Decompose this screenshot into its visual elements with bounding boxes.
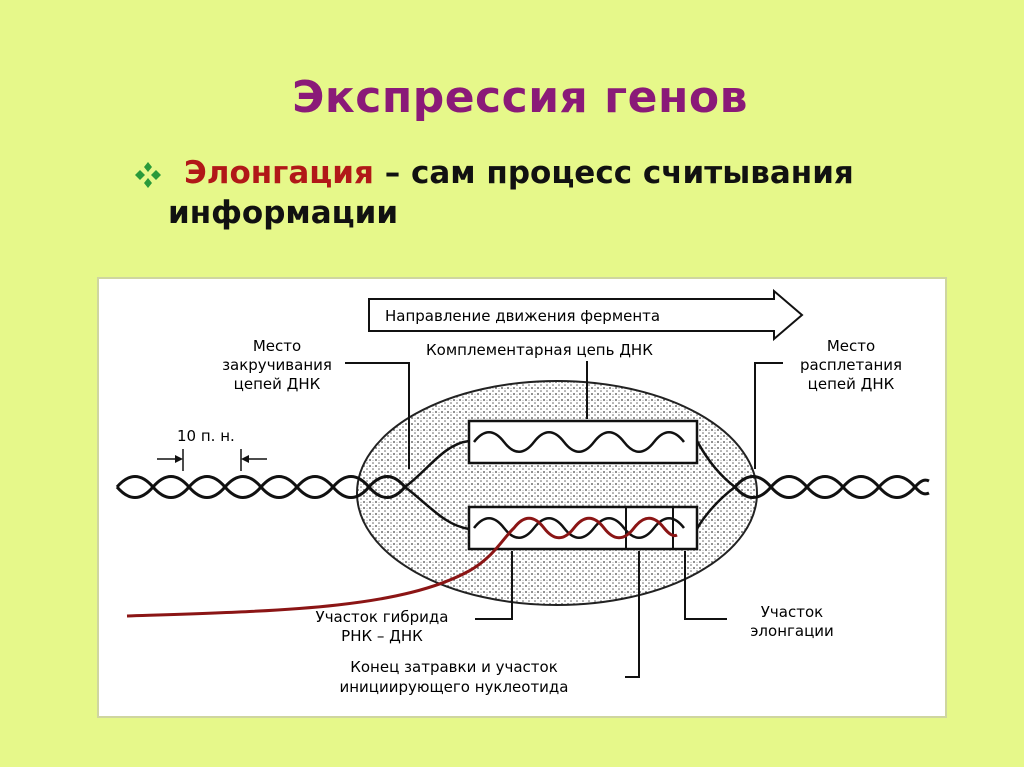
svg-text:Участок: Участок xyxy=(761,603,823,621)
svg-text:Место: Место xyxy=(253,337,301,355)
svg-text:цепей ДНК: цепей ДНК xyxy=(234,375,321,393)
transcription-bubble-diagram: Направление движения фермента Комплемент… xyxy=(115,288,930,696)
svg-text:расплетания: расплетания xyxy=(800,356,902,374)
svg-text:Участок гибрида: Участок гибрида xyxy=(316,608,449,626)
elongation-site-label: Участок элонгации xyxy=(750,603,834,640)
step-marker: 10 п. н. xyxy=(157,427,267,471)
rna-strand xyxy=(126,516,678,618)
hybrid-site-label: Участок гибрида РНК – ДНК xyxy=(316,608,449,645)
bullet-term: Элонгация xyxy=(184,155,374,191)
dna-helix-left xyxy=(115,475,407,499)
direction-label: Направление движения фермента xyxy=(385,307,660,325)
svg-text:закручивания: закручивания xyxy=(222,356,332,374)
template-strand-box xyxy=(467,505,699,551)
slide-title: Экспрессия генов xyxy=(292,72,748,123)
svg-text:инициирующего нуклеотида: инициирующего нуклеотида xyxy=(339,678,568,696)
complementary-strand-label: Комплементарная цепь ДНК xyxy=(426,341,653,359)
bullet-description: – сам процесс считывания информации xyxy=(168,155,854,231)
direction-arrow: Направление движения фермента xyxy=(368,288,804,342)
enzyme-body xyxy=(356,380,758,606)
svg-text:элонгации: элонгации xyxy=(750,622,834,640)
svg-text:Место: Место xyxy=(827,337,875,355)
dna-helix-right xyxy=(733,475,930,499)
diamond-cluster-icon xyxy=(135,162,161,188)
unwinding-site-label: Место расплетания цепей ДНК xyxy=(800,337,902,393)
step-label: 10 п. н. xyxy=(177,427,235,445)
twisting-site-label: Место закручивания цепей ДНК xyxy=(222,337,332,393)
svg-text:РНК – ДНК: РНК – ДНК xyxy=(341,627,423,645)
svg-text:цепей ДНК: цепей ДНК xyxy=(808,375,895,393)
svg-text:Конец затравки и участок: Конец затравки и участок xyxy=(350,658,558,676)
diagram-figure: Направление движения фермента Комплемент… xyxy=(97,277,947,718)
bullet-text: Элонгация – сам процесс считывания инфор… xyxy=(168,153,928,233)
primer-end-label: Конец затравки и участок инициирующего н… xyxy=(339,658,568,696)
complementary-strand-box xyxy=(467,419,699,465)
